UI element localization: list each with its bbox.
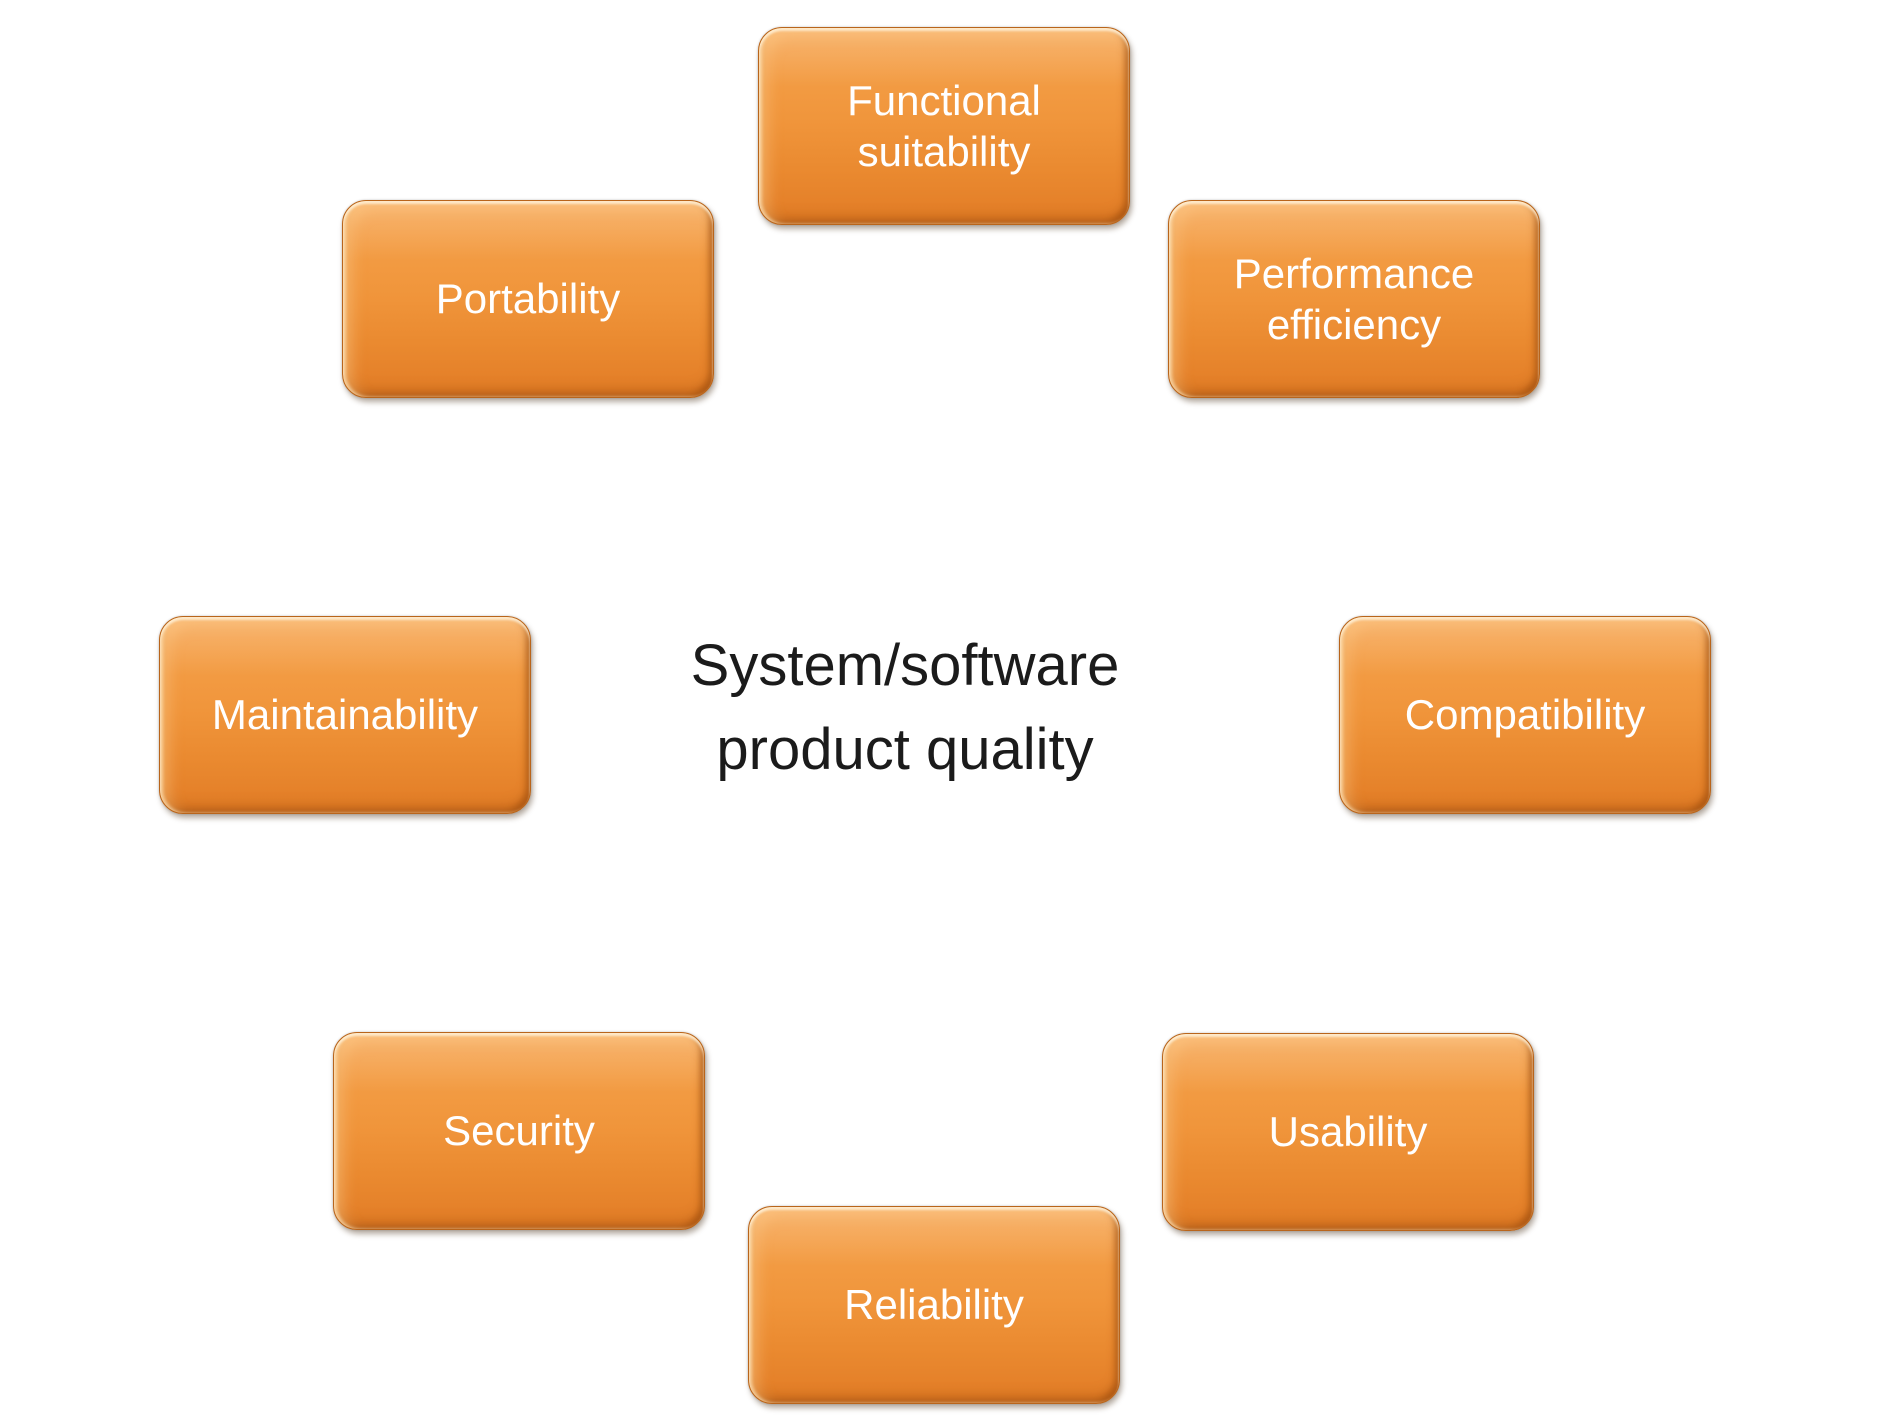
node-label: Performance efficiency	[1233, 249, 1475, 348]
node-label: Portability	[435, 275, 621, 323]
diagram-title-line2: product quality	[716, 717, 1094, 782]
node-label: Functional suitability	[847, 76, 1041, 175]
node-label: Security	[443, 1107, 595, 1155]
node-portability: Portability	[342, 200, 714, 398]
node-label: Maintainability	[211, 691, 479, 739]
diagram-title: System/software product quality	[691, 624, 1120, 792]
node-label: Reliability	[844, 1281, 1024, 1329]
diagram-title-line1: System/software	[690, 632, 1120, 698]
node-usability: Usability	[1162, 1033, 1534, 1231]
node-label: Usability	[1268, 1108, 1428, 1156]
node-functional-suitability: Functional suitability	[758, 27, 1130, 225]
node-performance-efficiency: Performance efficiency	[1168, 200, 1540, 398]
node-maintainability: Maintainability	[159, 616, 531, 814]
node-reliability: Reliability	[748, 1206, 1120, 1404]
node-security: Security	[333, 1032, 705, 1230]
node-label: Compatibility	[1404, 691, 1646, 739]
node-compatibility: Compatibility	[1339, 616, 1711, 814]
